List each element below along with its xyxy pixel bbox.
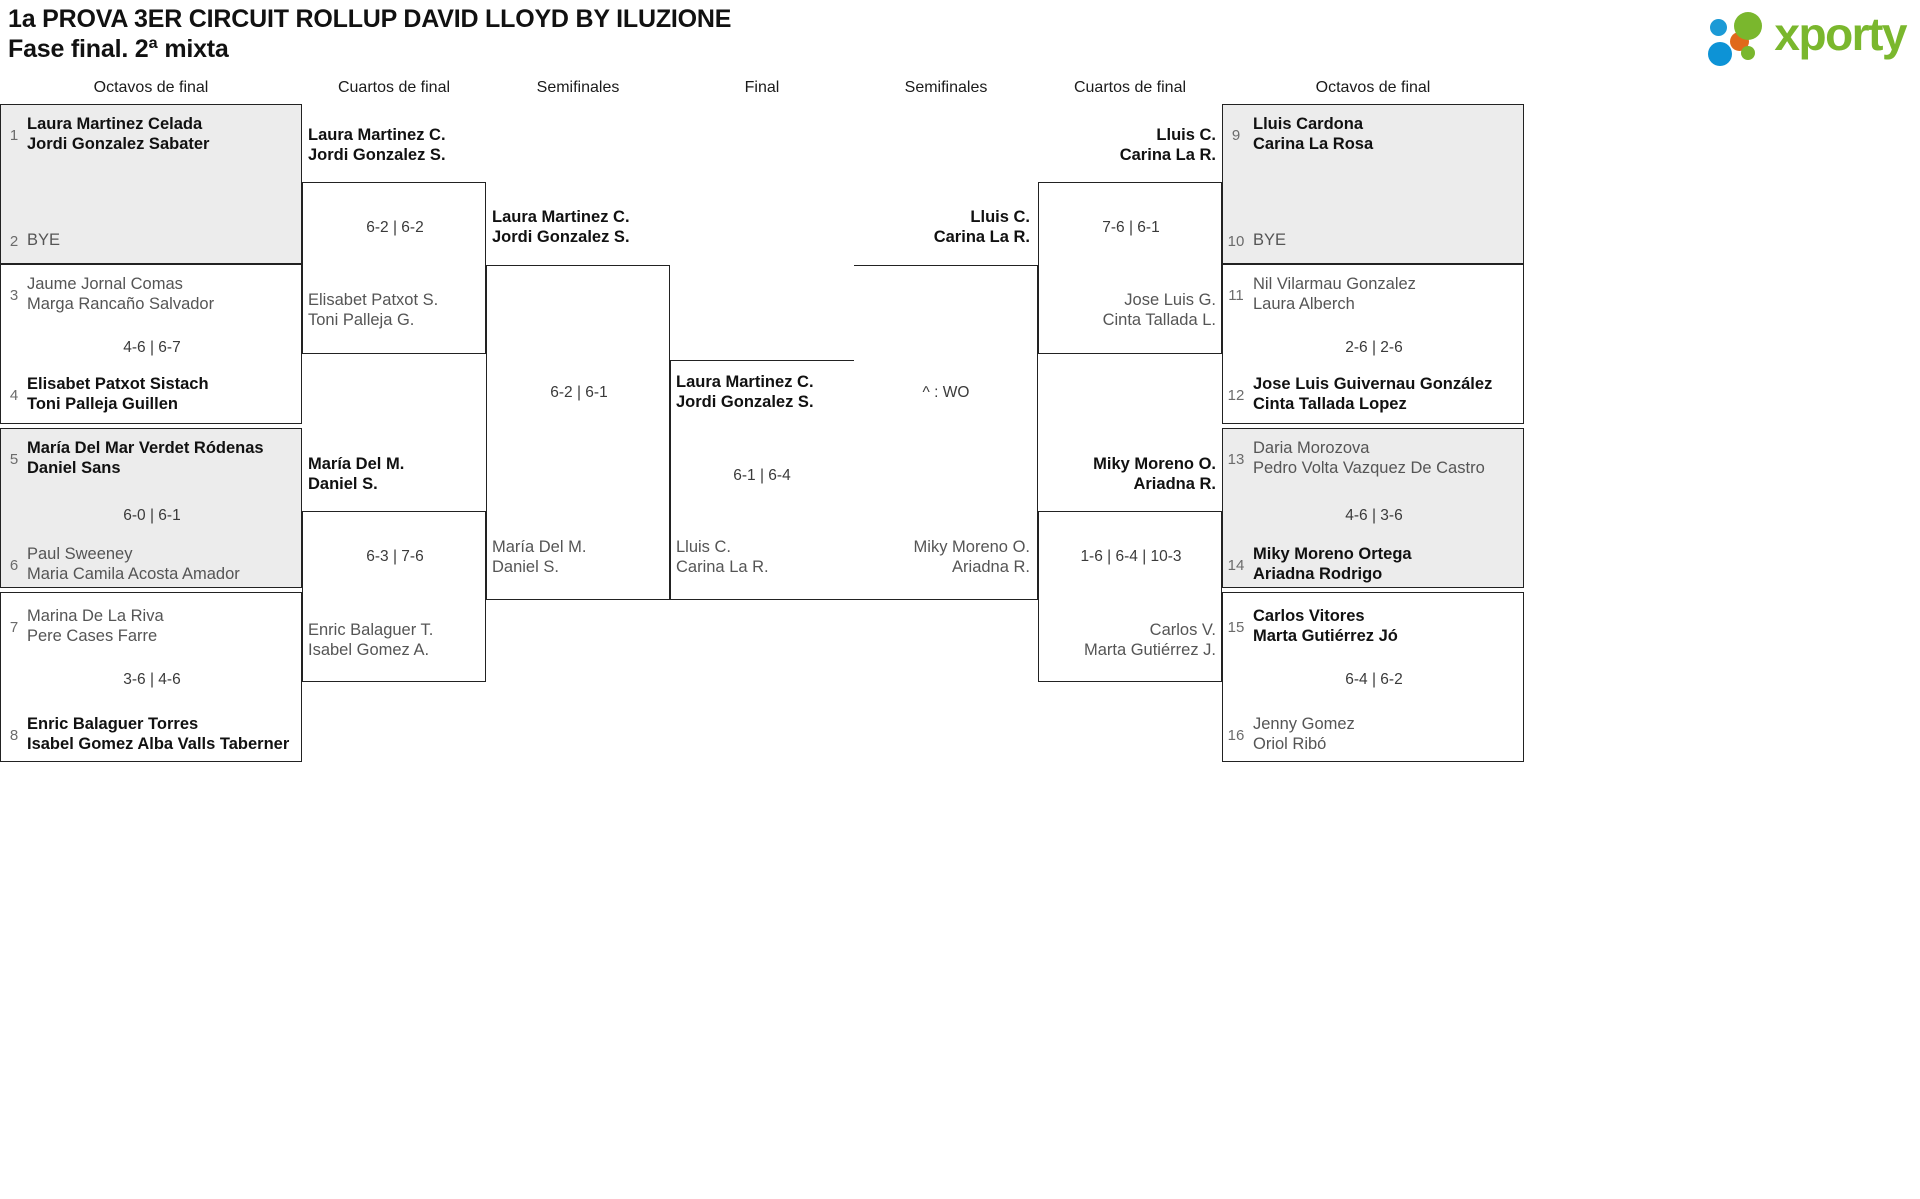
team-name: Lluis Cardona Carina La Rosa: [1253, 115, 1374, 153]
team-name-left-qf-2-top: María Del M. Daniel S.: [308, 455, 405, 493]
match-right-qf-2[interactable]: 1-6 | 6-4 | 10-3: [1038, 511, 1222, 682]
match-right-qf-1[interactable]: 7-6 | 6-1: [1038, 182, 1222, 354]
team-name: María Del Mar Verdet Ródenas Daniel Sans: [27, 439, 264, 477]
team-name-right-qf-1-bottom: Jose Luis G. Cinta Tallada L.: [1102, 291, 1216, 329]
match-final-left-half[interactable]: [670, 360, 854, 600]
seed-number: 8: [9, 727, 19, 744]
round-label-right-r16: Octavos de final: [1315, 79, 1431, 96]
round-label-right-qf: Cuartos de final: [1073, 79, 1187, 96]
round-label-left-r16: Octavos de final: [93, 79, 209, 96]
logo-dots-icon: [1708, 10, 1770, 66]
round-label-right-sf: Semifinales: [904, 79, 988, 96]
match-score: 2-6 | 2-6: [1345, 339, 1403, 356]
match-right-r16-2[interactable]: 11 Nil Vilarmau Gonzalez Laura Alberch 2…: [1222, 264, 1524, 424]
match-left-qf-2[interactable]: 6-3 | 7-6: [302, 511, 486, 682]
team-name: Nil Vilarmau Gonzalez Laura Alberch: [1253, 275, 1416, 313]
round-label-left-qf: Cuartos de final: [337, 79, 451, 96]
logo-dot-green-small-icon: [1741, 46, 1756, 60]
seed-number: 1: [9, 127, 19, 144]
seed-number: 5: [9, 451, 19, 468]
tournament-title: 1a PROVA 3ER CIRCUIT ROLLUP DAVID LLOYD …: [8, 5, 732, 33]
team-name: Carlos Vitores Marta Gutiérrez Jó: [1253, 607, 1398, 645]
match-score: 6-4 | 6-2: [1345, 671, 1403, 688]
team-name: Elisabet Patxot Sistach Toni Palleja Gui…: [27, 375, 209, 413]
team-name: Laura Martinez Celada Jordi Gonzalez Sab…: [27, 115, 210, 153]
team-name-final-bottom: Lluis C. Carina La R.: [676, 538, 769, 576]
final-divider: [1037, 265, 1038, 600]
team-name: Paul Sweeney Maria Camila Acosta Amador: [27, 545, 240, 583]
team-name: Daria Morozova Pedro Volta Vazquez De Ca…: [1253, 439, 1485, 477]
team-name-left-qf-1-top: Laura Martinez C. Jordi Gonzalez S.: [308, 126, 446, 164]
round-label-final: Final: [744, 79, 780, 96]
seed-number: 14: [1227, 557, 1245, 574]
team-name: Jaume Jornal Comas Marga Rancaño Salvado…: [27, 275, 215, 313]
logo-wordmark: xporty: [1774, 8, 1907, 60]
team-name-right-qf-2-bottom: Carlos V. Marta Gutiérrez J.: [1083, 621, 1216, 659]
logo-dot-blue-large-icon: [1708, 42, 1733, 66]
match-score: 6-3 | 7-6: [366, 548, 424, 565]
team-name-left-sf-bottom: María Del M. Daniel S.: [492, 538, 587, 576]
match-score-final: 6-1 | 6-4: [733, 467, 791, 484]
team-name: BYE: [27, 231, 61, 249]
match-score-right-sf: ^ : WO: [922, 384, 970, 401]
seed-number: 4: [9, 387, 19, 404]
match-left-r16-2[interactable]: 3 Jaume Jornal Comas Marga Rancaño Salva…: [0, 264, 302, 424]
team-name: Enric Balaguer Torres Isabel Gomez Alba …: [27, 715, 290, 753]
logo-dot-green-large-icon: [1734, 12, 1763, 40]
team-name-left-qf-1-bottom: Elisabet Patxot S. Toni Palleja G.: [308, 291, 439, 329]
seed-number: 2: [9, 233, 19, 250]
seed-number: 3: [9, 287, 19, 304]
match-score: 6-2 | 6-2: [366, 219, 424, 236]
team-name: BYE: [1253, 231, 1287, 249]
team-name-right-qf-1-top: Lluis C. Carina La R.: [1119, 126, 1216, 164]
match-score: 6-0 | 6-1: [123, 507, 181, 524]
match-score: 6-2 | 6-1: [550, 384, 608, 401]
match-score: 4-6 | 6-7: [123, 339, 181, 356]
match-left-r16-1[interactable]: 1 Laura Martinez Celada Jordi Gonzalez S…: [0, 104, 302, 264]
team-name: Jose Luis Guivernau González Cinta Talla…: [1253, 375, 1493, 413]
logo-dot-blue-small-icon: [1710, 19, 1728, 36]
team-name-left-qf-2-bottom: Enric Balaguer T. Isabel Gomez A.: [308, 621, 434, 659]
match-left-qf-1[interactable]: 6-2 | 6-2: [302, 182, 486, 354]
team-name-right-sf-top: Lluis C. Carina La R.: [933, 208, 1030, 246]
seed-number: 11: [1228, 287, 1244, 304]
round-label-left-sf: Semifinales: [536, 79, 620, 96]
seed-number: 7: [9, 619, 19, 636]
seed-number: 6: [9, 557, 19, 574]
match-score: 7-6 | 6-1: [1102, 219, 1160, 236]
seed-number: 13: [1227, 451, 1245, 468]
team-name-right-sf-bottom: Miky Moreno O. Ariadna R.: [913, 538, 1030, 576]
seed-number: 10: [1227, 233, 1245, 250]
tournament-subtitle: Fase final. 2ª mixta: [8, 35, 229, 63]
seed-number: 15: [1227, 619, 1245, 636]
match-score: 1-6 | 6-4 | 10-3: [1080, 548, 1182, 565]
seed-number: 9: [1231, 127, 1241, 144]
page-header: 1a PROVA 3ER CIRCUIT ROLLUP DAVID LLOYD …: [8, 4, 731, 64]
team-name-final-top: Laura Martinez C. Jordi Gonzalez S.: [676, 373, 814, 411]
match-score: 4-6 | 3-6: [1345, 507, 1403, 524]
team-name: Marina De La Riva Pere Cases Farre: [27, 607, 164, 645]
team-name: Jenny Gomez Oriol Ribó: [1253, 715, 1355, 753]
xporty-logo: xporty: [1708, 8, 1907, 66]
team-name-right-qf-2-top: Miky Moreno O. Ariadna R.: [1093, 455, 1216, 493]
team-name: Miky Moreno Ortega Ariadna Rodrigo: [1253, 545, 1412, 583]
seed-number: 16: [1227, 727, 1245, 744]
team-name-left-sf-top: Laura Martinez C. Jordi Gonzalez S.: [492, 208, 630, 246]
match-score: 3-6 | 4-6: [123, 671, 181, 688]
match-right-r16-1[interactable]: 9 Lluis Cardona Carina La Rosa 10 BYE: [1222, 104, 1524, 264]
seed-number: 12: [1227, 387, 1245, 404]
match-right-r16-4[interactable]: 15 Carlos Vitores Marta Gutiérrez Jó 6-4…: [1222, 592, 1524, 762]
match-left-r16-4[interactable]: 7 Marina De La Riva Pere Cases Farre 3-6…: [0, 592, 302, 762]
match-left-sf-1[interactable]: 6-2 | 6-1: [486, 265, 670, 600]
match-left-r16-3[interactable]: 5 María Del Mar Verdet Ródenas Daniel Sa…: [0, 428, 302, 588]
match-right-r16-3[interactable]: 13 Daria Morozova Pedro Volta Vazquez De…: [1222, 428, 1524, 588]
